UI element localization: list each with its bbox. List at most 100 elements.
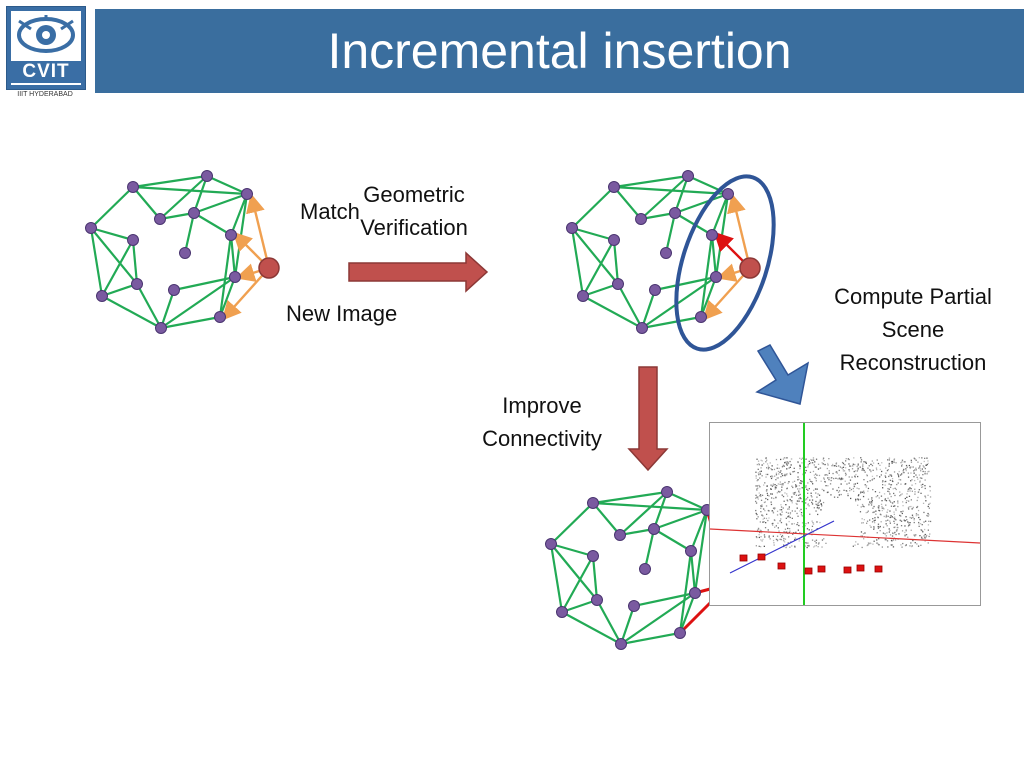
point-cloud-dot: [864, 471, 866, 473]
graph-3-edge: [643, 528, 656, 570]
point-cloud-dot: [918, 489, 920, 491]
point-cloud-dot: [922, 531, 924, 533]
point-cloud-dot: [755, 500, 757, 503]
point-cloud-dot: [814, 488, 817, 490]
point-cloud-dot: [828, 458, 830, 460]
point-cloud-dot: [901, 512, 903, 515]
point-cloud-dot: [777, 477, 779, 479]
point-cloud-dot: [797, 522, 799, 524]
point-cloud-dot: [800, 480, 802, 482]
point-cloud-dot: [756, 489, 758, 491]
point-cloud-dot: [916, 499, 918, 502]
point-cloud-dot: [848, 482, 850, 484]
graph-2-edge: [571, 186, 615, 229]
point-cloud-dot: [909, 487, 911, 489]
point-cloud-dot: [885, 467, 887, 469]
point-cloud-dot: [926, 534, 928, 537]
point-cloud-dot: [900, 462, 902, 464]
point-cloud-dot: [887, 546, 889, 548]
camera-marker: [874, 565, 883, 573]
graph-3-node: [591, 594, 603, 606]
point-cloud-dot: [785, 511, 788, 513]
point-cloud-dot: [904, 531, 906, 534]
point-cloud-dot: [772, 511, 774, 513]
point-cloud-dot: [799, 510, 801, 512]
graph-1-edge: [132, 174, 208, 189]
point-cloud-dot: [857, 468, 859, 471]
point-cloud-dot: [808, 545, 810, 547]
point-cloud-dot: [919, 481, 921, 483]
point-cloud-dot: [907, 488, 909, 491]
point-cloud-dot: [779, 533, 782, 536]
point-cloud-dot: [769, 462, 771, 464]
point-cloud-dot: [837, 478, 839, 480]
point-cloud-dot: [827, 464, 829, 466]
reconstruction-view: [710, 423, 980, 605]
point-cloud-dot: [873, 477, 875, 480]
point-cloud-dot: [784, 528, 787, 530]
point-cloud-dot: [870, 542, 872, 545]
point-cloud-dot: [923, 460, 925, 463]
point-cloud-dot: [811, 525, 814, 527]
point-cloud-dot: [780, 521, 783, 524]
point-cloud-dot: [888, 488, 890, 490]
point-cloud-dot: [905, 501, 907, 504]
point-cloud-dot: [848, 476, 850, 478]
point-cloud-dot: [924, 528, 926, 531]
point-cloud-dot: [919, 480, 921, 482]
verify-arrow: [727, 193, 752, 269]
point-cloud-dot: [927, 462, 929, 465]
point-cloud-dot: [756, 488, 758, 490]
point-cloud-dot: [782, 484, 784, 486]
point-cloud-dot: [818, 474, 821, 477]
graph-3-edge: [596, 599, 622, 645]
label-new-image: New Image: [286, 301, 398, 326]
point-cloud-dot: [878, 509, 880, 511]
point-cloud-dot: [862, 465, 864, 467]
point-cloud-dot: [798, 491, 800, 494]
point-cloud-dot: [927, 494, 929, 496]
point-cloud-dot: [874, 519, 876, 521]
graph-1-node: [127, 234, 139, 246]
graph-1-edge: [160, 315, 221, 330]
point-cloud-dot: [853, 483, 855, 485]
point-cloud-dot: [760, 499, 763, 501]
point-cloud-dot: [791, 517, 793, 519]
point-cloud-dot: [781, 489, 783, 491]
point-cloud-dot: [882, 532, 885, 534]
point-cloud-dot: [807, 466, 809, 468]
point-cloud-dot: [820, 503, 822, 505]
point-cloud-dot: [795, 486, 797, 488]
point-cloud-dot: [759, 529, 761, 531]
point-cloud-dot: [797, 476, 799, 478]
point-cloud-dot: [907, 476, 910, 478]
point-cloud-dot: [906, 496, 908, 498]
point-cloud-dot: [872, 543, 874, 545]
point-cloud-dot: [869, 501, 871, 503]
point-cloud-dot: [759, 486, 761, 488]
point-cloud-dot: [782, 536, 784, 538]
point-cloud-dot: [908, 508, 910, 510]
point-cloud-dot: [894, 518, 896, 520]
point-cloud-dot: [891, 480, 893, 482]
point-cloud-dot: [849, 487, 851, 489]
point-cloud-dot: [894, 531, 896, 534]
point-cloud-dot: [777, 522, 779, 524]
point-cloud-dot: [807, 522, 809, 524]
point-cloud-dot: [895, 508, 897, 510]
point-cloud-dot: [853, 457, 855, 459]
point-cloud-dot: [863, 506, 865, 508]
point-cloud-dot: [839, 466, 842, 468]
point-cloud-dot: [835, 463, 837, 465]
graph-3-edge: [689, 550, 697, 594]
graph-2-node: [608, 181, 620, 193]
point-cloud-dot: [886, 532, 888, 534]
point-cloud-dot: [885, 480, 887, 483]
point-cloud-dot: [907, 525, 910, 528]
point-cloud-dot: [807, 492, 809, 494]
point-cloud-dot: [922, 537, 924, 540]
point-cloud-dot: [820, 480, 822, 482]
point-cloud-dot: [762, 508, 765, 510]
point-cloud-dot: [869, 502, 872, 504]
graph-1-edge: [101, 239, 134, 297]
